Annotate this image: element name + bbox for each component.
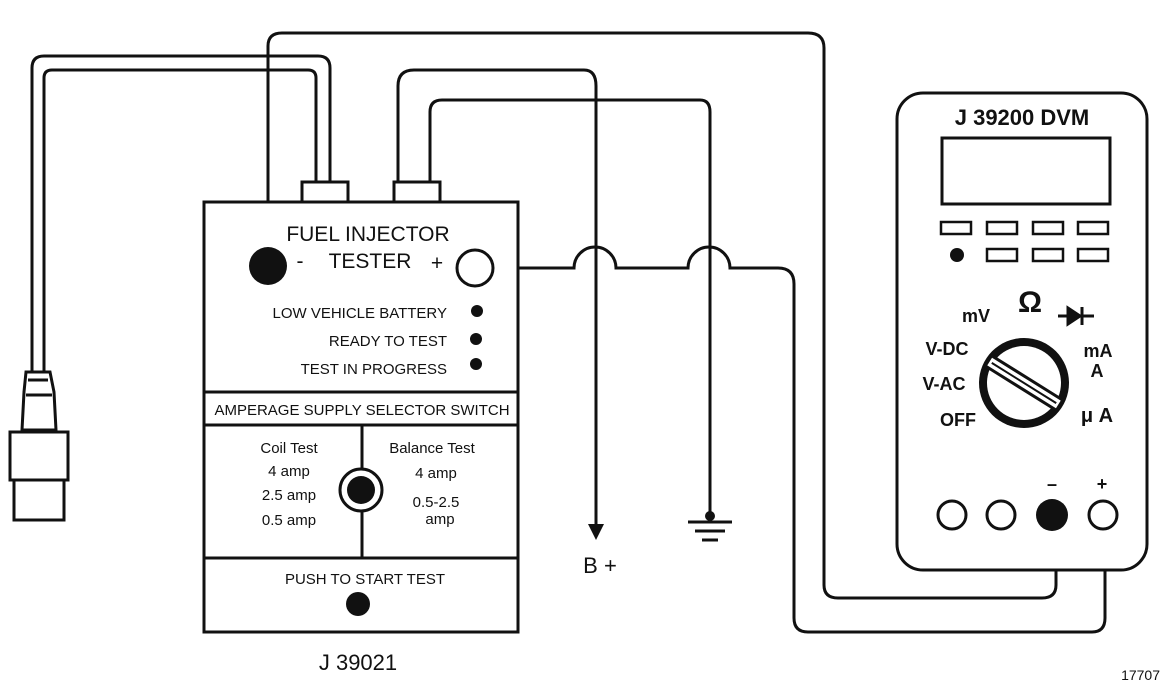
- balance-setting-unit: amp: [425, 511, 454, 528]
- indicator-label-low-battery: LOW VEHICLE BATTERY: [273, 305, 448, 322]
- selector-header: AMPERAGE SUPPLY SELECTOR SWITCH: [214, 402, 509, 419]
- plus-lead: [494, 245, 1107, 634]
- power-port: [392, 180, 442, 204]
- dvm-button[interactable]: [1076, 220, 1110, 236]
- tester-plus-sign: +: [431, 252, 443, 275]
- dvm-button[interactable]: [1031, 220, 1065, 236]
- power-lead-inner: [428, 98, 712, 512]
- dial-label-ua: μ A: [1081, 405, 1113, 427]
- dvm-body: [895, 91, 1149, 572]
- dvm-positive-jack[interactable]: [1087, 499, 1119, 531]
- coil-setting-4: 4 amp: [268, 463, 310, 480]
- dvm-button[interactable]: [985, 247, 1019, 263]
- digital-voltmeter: J 39200 DVM mV Ω V-DC V-AC OFF mA A μ A: [895, 91, 1149, 572]
- minus-lead: [266, 31, 1058, 600]
- start-test-label: PUSH TO START TEST: [285, 571, 445, 588]
- dvm-button[interactable]: [1076, 247, 1110, 263]
- dvm-minus-sign: –: [1047, 474, 1057, 494]
- balance-setting-4: 4 amp: [415, 465, 457, 482]
- low-battery-led: [471, 305, 483, 317]
- supply-arrow-head: [588, 524, 604, 540]
- dvm-button[interactable]: [985, 220, 1019, 236]
- dial-label-ohm: Ω: [1018, 286, 1042, 319]
- indicator-label-ready: READY TO TEST: [329, 333, 447, 350]
- dvm-common-jack[interactable]: [1036, 499, 1068, 531]
- harness-port: [300, 180, 350, 204]
- supply-label: B +: [583, 553, 617, 578]
- power-lead-outer: [396, 68, 598, 535]
- tester-plus-terminal[interactable]: [455, 248, 495, 288]
- dial-label-a: A: [1091, 361, 1104, 381]
- injector-harness-outer: [30, 54, 332, 372]
- fuel-injector-tester: FUEL INJECTOR TESTER - + LOW VEHICLE BAT…: [202, 180, 520, 634]
- balance-setting-range: 0.5-2.5: [413, 494, 460, 511]
- in-progress-led: [470, 358, 482, 370]
- dvm-button[interactable]: [939, 220, 973, 236]
- ready-led: [470, 333, 482, 345]
- dvm-display: [940, 136, 1112, 206]
- amperage-selector-knob[interactable]: [338, 467, 384, 513]
- dvm-title: J 39200 DVM: [955, 105, 1090, 130]
- tester-minus-sign: -: [297, 250, 304, 273]
- indicator-label-in-progress: TEST IN PROGRESS: [301, 361, 447, 378]
- dvm-button[interactable]: [1031, 247, 1065, 263]
- dvm-function-buttons: [939, 220, 1110, 263]
- start-test-button[interactable]: [346, 592, 370, 616]
- balance-test-heading: Balance Test: [389, 440, 475, 457]
- coil-setting-0-5: 0.5 amp: [262, 512, 316, 529]
- coil-test-heading: Coil Test: [260, 440, 318, 457]
- figure-number: 17707: [1121, 667, 1160, 683]
- dvm-rotary-dial[interactable]: [979, 338, 1069, 428]
- tester-minus-terminal[interactable]: [249, 247, 287, 285]
- injector-connector: [8, 370, 70, 522]
- wires: [30, 31, 1107, 634]
- dvm-jack-2[interactable]: [985, 499, 1017, 531]
- dial-label-ma: mA: [1083, 341, 1112, 361]
- injector-harness-inner: [42, 68, 318, 372]
- dial-label-vdc: V-DC: [925, 339, 968, 359]
- dial-label-vac: V-AC: [922, 374, 965, 394]
- tester-model-label: J 39021: [319, 650, 397, 675]
- tester-title-line1: FUEL INJECTOR: [286, 223, 449, 246]
- coil-setting-2-5: 2.5 amp: [262, 487, 316, 504]
- tester-title-line2: TESTER: [329, 250, 412, 273]
- diode-icon: [1058, 305, 1094, 327]
- dial-label-mv: mV: [962, 306, 990, 326]
- dvm-power-indicator: [950, 248, 964, 262]
- ground-symbol: [688, 511, 732, 542]
- dvm-jack-1[interactable]: [936, 499, 968, 531]
- dial-label-off: OFF: [940, 410, 976, 430]
- dvm-plus-sign: +: [1097, 474, 1108, 494]
